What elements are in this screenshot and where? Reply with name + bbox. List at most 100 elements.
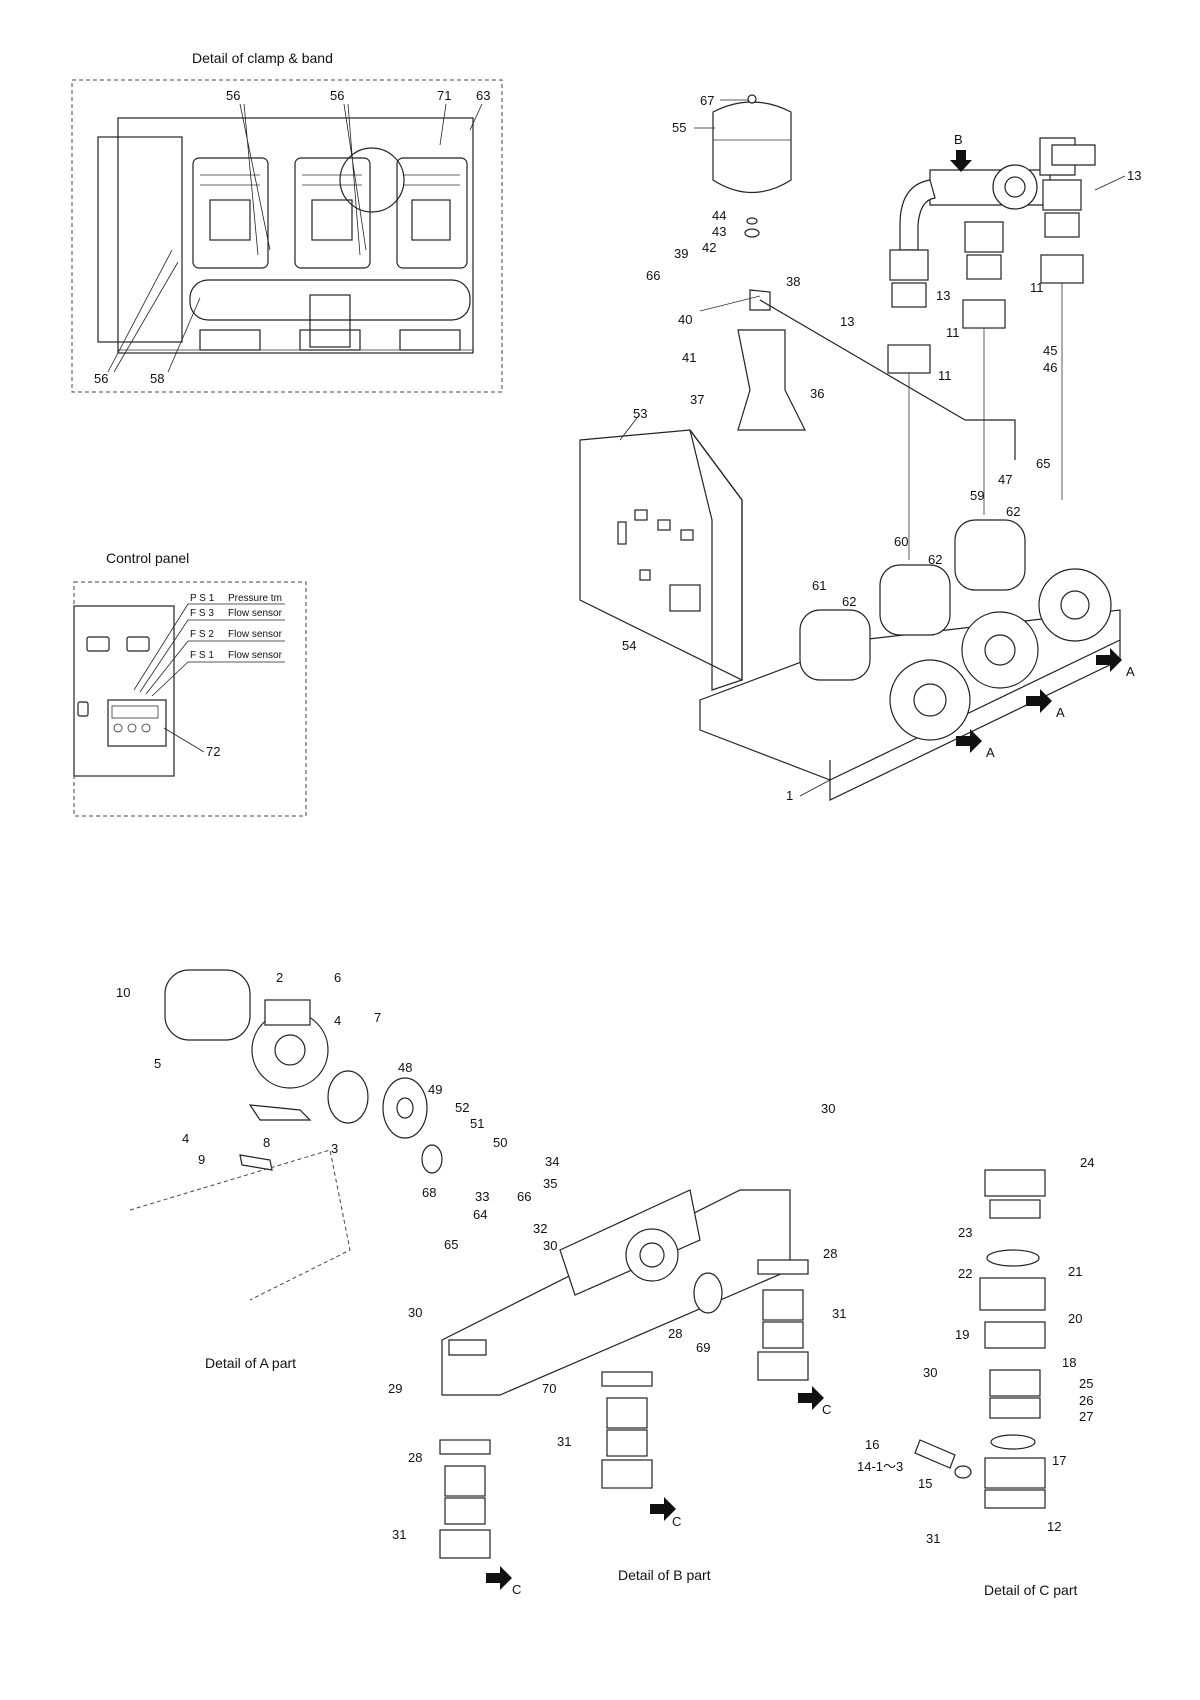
callout: 63	[476, 88, 490, 103]
sensor-name: Flow sensor	[228, 650, 283, 661]
b-part-callouts: 30 34 35 33 66 64 32 30 65 28 31 30 28 6…	[388, 1101, 846, 1542]
callout: 43	[712, 224, 726, 239]
clamp-callouts: 56 56 71 63 56 58	[94, 88, 490, 386]
sensor-code: F S 1	[190, 650, 214, 661]
callout: 54	[622, 638, 636, 653]
view-arrow-c-icon	[650, 1497, 676, 1521]
view-marker-c: C	[512, 1582, 521, 1597]
callout: 6	[334, 970, 341, 985]
callout: 53	[633, 406, 647, 421]
callout: 69	[696, 1340, 710, 1355]
callout: 65	[1036, 456, 1050, 471]
sensor-name: Pressure tm	[228, 593, 282, 604]
control-panel-caption: Control panel	[106, 550, 189, 566]
main-assembly: B A A A 67 55 44	[579, 93, 1141, 803]
callout: 2	[276, 970, 283, 985]
callout: 30	[543, 1238, 557, 1253]
callout: 30	[923, 1365, 937, 1380]
callout: 49	[428, 1082, 442, 1097]
callout: 33	[475, 1189, 489, 1204]
callout: 56	[330, 88, 344, 103]
callout: 24	[1080, 1155, 1094, 1170]
callout: 59	[970, 488, 984, 503]
callout: 66	[517, 1189, 531, 1204]
callout: 5	[154, 1056, 161, 1071]
callout: 21	[1068, 1264, 1082, 1279]
callout: 34	[545, 1154, 559, 1169]
a-part-detail: Detail of A part 10 2 6 4 7 5 48 49 52 5…	[116, 969, 507, 1371]
c-part-caption: Detail of C part	[984, 1582, 1077, 1598]
callout: 46	[1043, 360, 1057, 375]
callout: 4	[334, 1013, 341, 1028]
c-part-detail: Detail of C part 24 23 22 21 20 19 18 30…	[857, 1155, 1094, 1598]
a-part-callouts: 10 2 6 4 7 5 48 49 52 51 50 4 9 8 3 68	[116, 970, 507, 1200]
callout: 18	[1062, 1355, 1076, 1370]
callout: 31	[392, 1527, 406, 1542]
a-part-caption: Detail of A part	[205, 1355, 296, 1371]
callout: 38	[786, 274, 800, 289]
callout: 12	[1047, 1519, 1061, 1534]
view-arrow-c-icon	[486, 1566, 512, 1590]
b-part-detail: C C C Detail of B part 30 34 35 33 66 64…	[388, 1101, 846, 1597]
callout: 66	[646, 268, 660, 283]
callout: 61	[812, 578, 826, 593]
callout: 13	[936, 288, 950, 303]
callout: 56	[226, 88, 240, 103]
callout: 41	[682, 350, 696, 365]
callout: 68	[422, 1185, 436, 1200]
view-arrow-b-icon	[950, 150, 972, 172]
callout: 13	[840, 314, 854, 329]
callout: 28	[823, 1246, 837, 1261]
callout: 30	[821, 1101, 835, 1116]
b-part-caption: Detail of B part	[618, 1567, 711, 1583]
sensor-code: F S 3	[190, 608, 214, 619]
callout: 16	[865, 1437, 879, 1452]
clamp-band-caption: Detail of clamp & band	[192, 50, 333, 66]
callout: 40	[678, 312, 692, 327]
callout: 11	[1030, 280, 1044, 295]
view-arrow-c-icon	[798, 1386, 824, 1410]
callout: 22	[958, 1266, 972, 1281]
control-panel-detail: Control panel P S 1 Pressure tm F S 3 Fl…	[73, 550, 307, 817]
callout: 39	[674, 246, 688, 261]
callout: 20	[1068, 1311, 1082, 1326]
callout: 13	[1127, 168, 1141, 183]
callout: 14-1～3	[857, 1459, 903, 1474]
callout: 44	[712, 208, 726, 223]
control-panel-legend: P S 1 Pressure tm F S 3 Flow sensor F S …	[133, 593, 285, 697]
callout: 45	[1043, 343, 1057, 358]
callout: 62	[1006, 504, 1020, 519]
callout: 26	[1079, 1393, 1093, 1408]
callout: 72	[206, 744, 220, 759]
callout: 29	[388, 1381, 402, 1396]
callout: 9	[198, 1152, 205, 1167]
sensor-code: P S 1	[190, 593, 215, 604]
callout: 60	[894, 534, 908, 549]
clamp-band-detail: Detail of clamp & band 56 56	[71, 50, 503, 393]
callout: 27	[1079, 1409, 1093, 1424]
callout: 32	[533, 1221, 547, 1236]
callout: 17	[1052, 1453, 1066, 1468]
callout: 3	[331, 1141, 338, 1156]
callout: 28	[668, 1326, 682, 1341]
callout: 35	[543, 1176, 557, 1191]
view-marker-a: A	[1056, 705, 1065, 720]
view-arrow-a-icon	[1096, 648, 1122, 672]
callout: 71	[437, 88, 451, 103]
callout: 62	[928, 552, 942, 567]
callout: 4	[182, 1131, 189, 1146]
callout: 31	[926, 1531, 940, 1546]
callout: 65	[444, 1237, 458, 1252]
callout: 50	[493, 1135, 507, 1150]
callout: 62	[842, 594, 856, 609]
callout: 42	[702, 240, 716, 255]
main-callouts: 67 55 44 43 42 39 66 38 40 41 37 36 13 1…	[619, 93, 1141, 803]
view-arrow-a-icon	[956, 729, 982, 753]
callout: 19	[955, 1327, 969, 1342]
view-marker-a: A	[986, 745, 995, 760]
callout: 58	[150, 371, 164, 386]
callout: 25	[1079, 1376, 1093, 1391]
callout: 37	[690, 392, 704, 407]
view-arrow-a-icon	[1026, 689, 1052, 713]
